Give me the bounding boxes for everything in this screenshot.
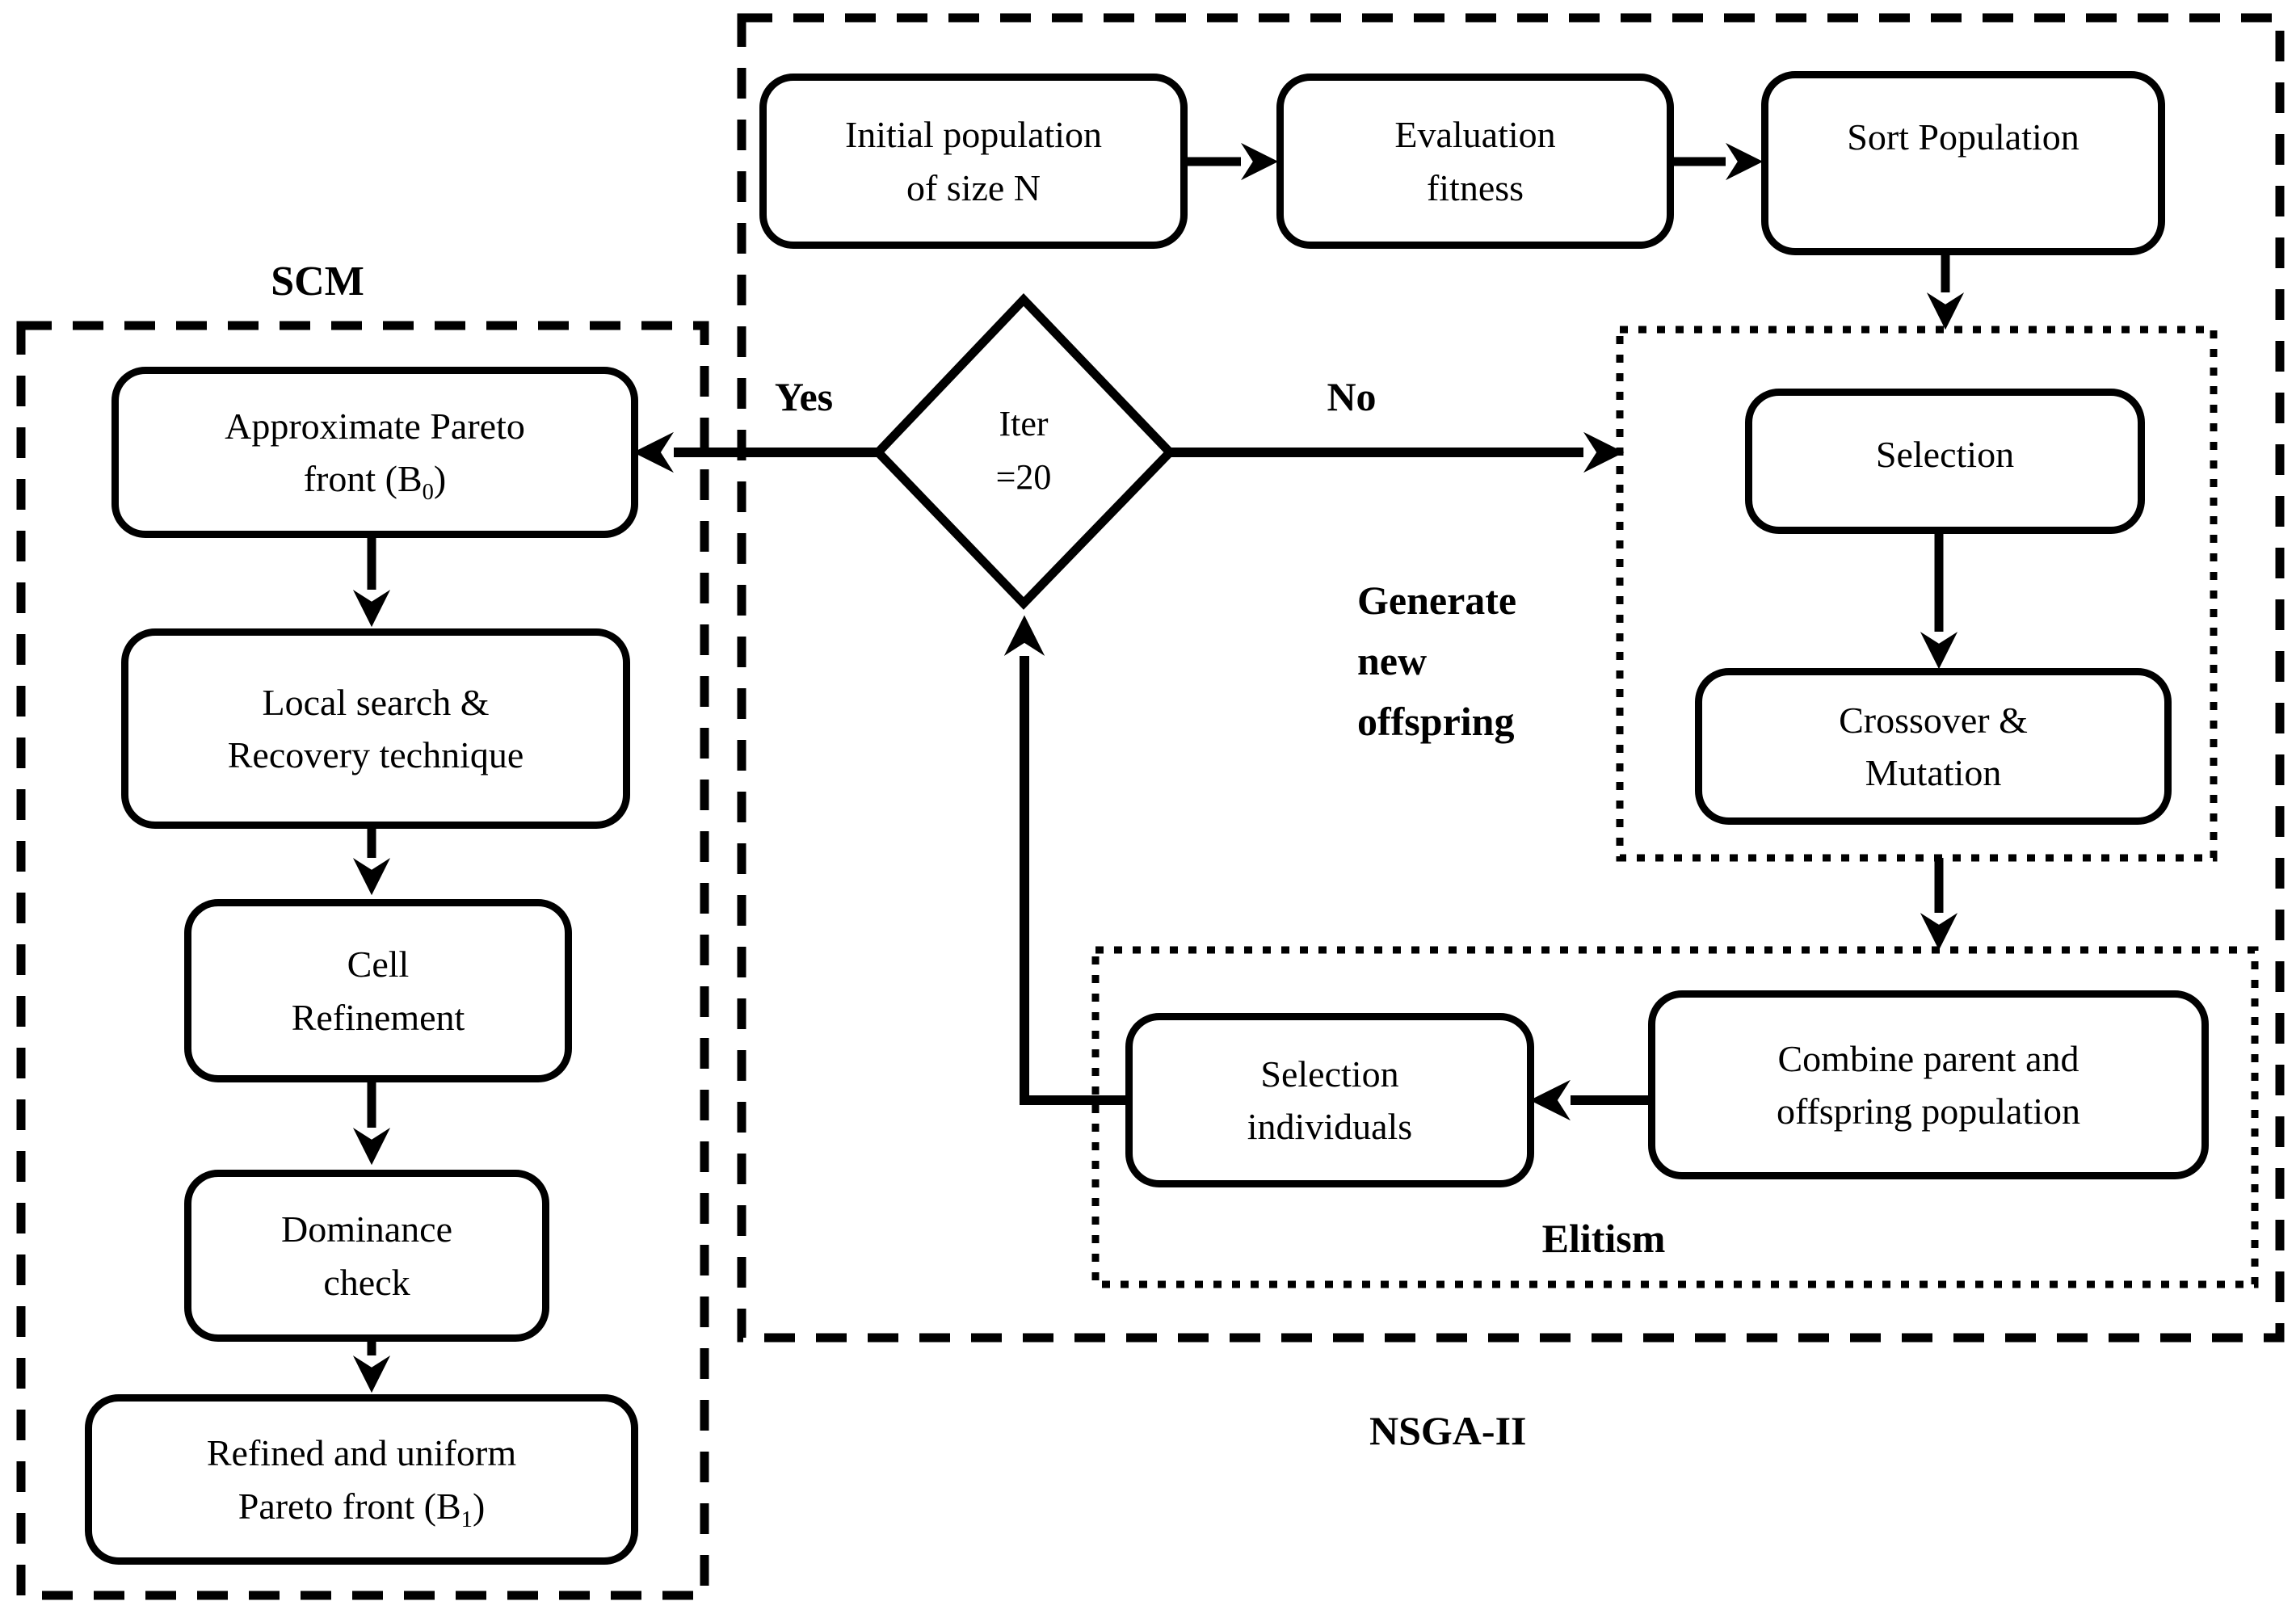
approx-pareto-subscript: 0 [422, 480, 434, 506]
decision-line2: =20 [995, 457, 1052, 497]
approx-pareto-line1: Approximate Pareto [225, 405, 525, 447]
refined-front-line1: Refined and uniform [206, 1432, 517, 1474]
generate-offspring-label-line2: new [1357, 638, 1428, 683]
node-evaluation-fitness: Evaluation fitness [1276, 74, 1674, 249]
selection-individuals-line1: Selection [1260, 1053, 1399, 1095]
generate-offspring-boundary [1616, 326, 2218, 862]
nsga-section-label: NSGA-II [1369, 1408, 1527, 1453]
no-branch-label: No [1327, 374, 1377, 419]
arrow-loop-back-to-decision [1003, 615, 1125, 1105]
node-dominance-check: Dominance check [184, 1170, 549, 1342]
scm-section-label: SCM [271, 258, 364, 305]
refined-front-line2: Pareto front (B1) [238, 1485, 486, 1532]
scm-boundary [16, 321, 709, 1600]
node-crossover-mutation: Crossover & Mutation [1695, 668, 2172, 825]
node-sort-population: Sort Population [1761, 71, 2165, 255]
evaluation-fitness-line1: Evaluation [1394, 114, 1556, 156]
combine-line1: Combine parent and [1777, 1037, 2079, 1079]
sort-population-line1: Sort Population [1847, 116, 2079, 158]
approx-pareto-line2: front (B0) [303, 458, 447, 506]
node-refined-pareto-front: Refined and uniform Pareto front (B1) [85, 1394, 638, 1565]
generate-offspring-label: Generate new offspring [1357, 570, 1624, 752]
initial-population-line1: Initial population [844, 114, 1103, 156]
decision-line1: Iter [999, 404, 1049, 443]
dominance-check-line2: check [323, 1261, 410, 1303]
evaluation-fitness-line2: fitness [1426, 166, 1524, 208]
node-local-search-recovery: Local search & Recovery technique [121, 628, 630, 829]
elitism-boundary [1091, 946, 2259, 1288]
generate-offspring-label-line3: offspring [1357, 699, 1515, 744]
cell-refinement-line2: Refinement [291, 996, 465, 1038]
local-search-line2: Recovery technique [227, 734, 524, 775]
cell-refinement-line1: Cell [347, 943, 410, 986]
yes-branch-label: Yes [774, 374, 834, 419]
node-selection: Selection [1745, 389, 2145, 534]
node-approximate-pareto-front: Approximate Pareto front (B0) [111, 367, 638, 538]
decision-text: Iter =20 [943, 397, 1104, 504]
crossover-line1: Crossover & [1839, 699, 2028, 741]
crossover-line2: Mutation [1865, 752, 2002, 793]
initial-population-line2: of size N [906, 166, 1041, 208]
combine-line2: offspring population [1776, 1091, 2081, 1132]
selection-line1: Selection [1875, 434, 2015, 475]
decision-diamond [872, 293, 1176, 610]
dominance-check-line1: Dominance [280, 1208, 453, 1250]
node-selection-individuals: Selection individuals [1125, 1013, 1534, 1187]
local-search-line1: Local search & [262, 681, 490, 723]
refined-front-subscript: 1 [460, 1507, 473, 1532]
node-combine-parent-offspring: Combine parent and offspring population [1648, 990, 2209, 1179]
node-cell-refinement: Cell Refinement [184, 899, 572, 1082]
elitism-label: Elitism [1541, 1216, 1666, 1261]
selection-individuals-line2: individuals [1247, 1106, 1413, 1147]
node-initial-population: Initial population of size N [759, 74, 1188, 249]
generate-offspring-label-line1: Generate [1357, 578, 1517, 623]
nsga-boundary [737, 13, 2285, 1343]
